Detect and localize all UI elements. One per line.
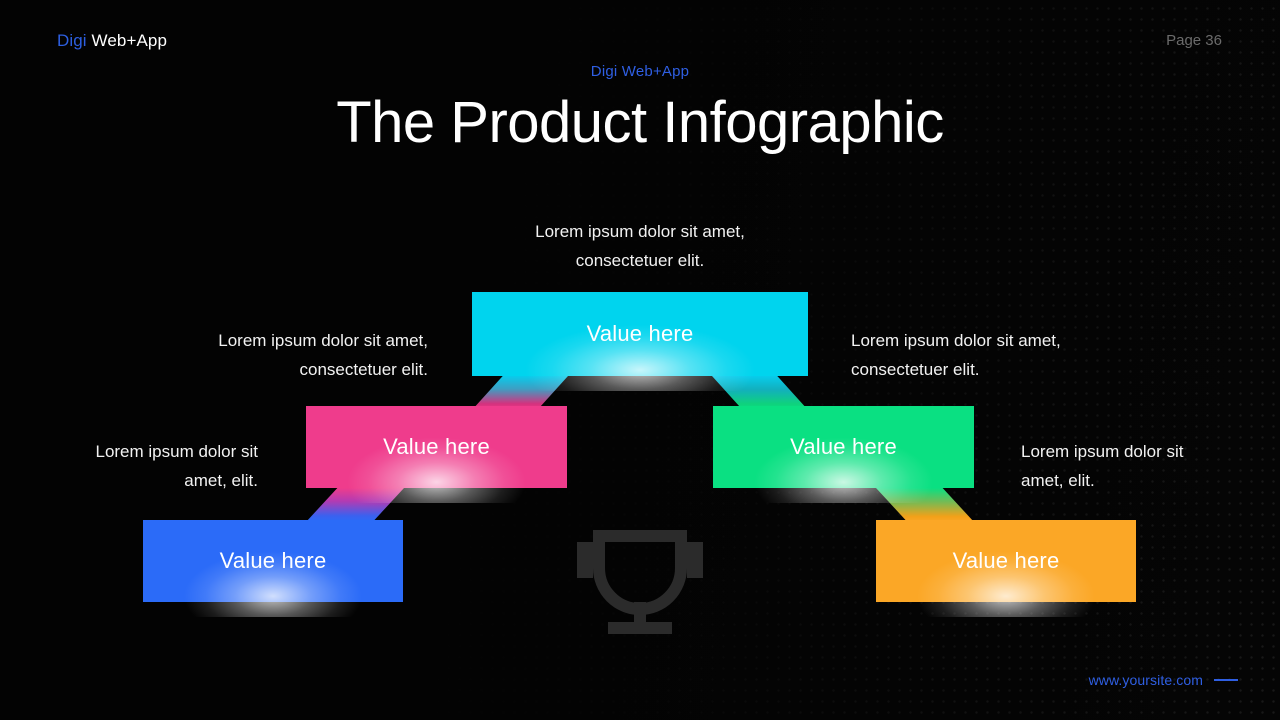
slide-eyebrow: Digi Web+App	[590, 63, 690, 80]
ribbon-banner-cyan[interactable]: Value here	[472, 292, 808, 392]
footer-url[interactable]: www.yoursite.com	[1088, 672, 1203, 688]
ribbon-tail-cyan-to-green	[712, 376, 808, 410]
ribbon-banner-orange[interactable]: Value here	[876, 520, 1136, 617]
caption-left-lower: Lorem ipsum dolor sit amet, elit.	[95, 442, 258, 490]
brand-logo-accent: Digi	[57, 31, 87, 50]
ribbon-tail-cyan-to-pink	[472, 376, 568, 410]
ribbon-label-cyan: Value here	[586, 321, 694, 346]
caption-right-upper: Lorem ipsum dolor sit amet, consectetuer…	[851, 331, 1061, 379]
ribbon-label-blue: Value here	[219, 548, 327, 573]
caption-right-lower: Lorem ipsum dolor sit amet, elit.	[1021, 442, 1184, 490]
page-title: The Product Infographic	[336, 90, 944, 155]
ribbon-tail-pink-to-blue	[306, 488, 404, 522]
ribbon-banner-green[interactable]: Value here	[713, 406, 974, 503]
brand-logo-rest: Web+App	[86, 31, 168, 50]
ribbon-label-green: Value here	[790, 434, 897, 459]
ribbon-banner-blue[interactable]: Value here	[143, 520, 403, 617]
ribbon-label-orange: Value here	[952, 548, 1060, 573]
ribbon-tail-green-to-orange	[876, 488, 974, 522]
footer: www.yoursite.com	[1089, 672, 1238, 688]
ribbon-banner-pink[interactable]: Value here	[306, 406, 567, 503]
trophy-icon	[575, 528, 705, 638]
page-number: Page 36	[1166, 32, 1222, 49]
footer-rule	[1214, 679, 1238, 681]
caption-left-upper: Lorem ipsum dolor sit amet, consectetuer…	[218, 331, 428, 379]
ribbon-label-pink: Value here	[383, 434, 490, 459]
caption-top: Lorem ipsum dolor sit amet, consectetuer…	[535, 222, 745, 270]
brand-logo: Digi Web+App	[57, 31, 167, 51]
